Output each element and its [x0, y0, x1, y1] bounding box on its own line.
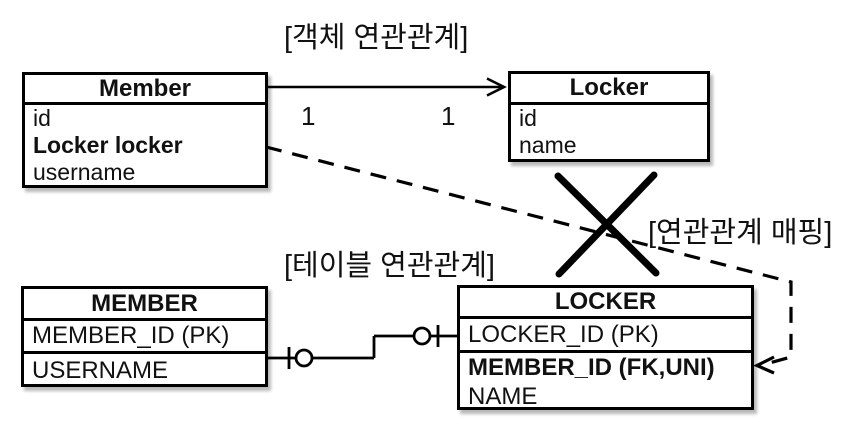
- member-table-title: MEMBER: [24, 289, 265, 321]
- member-table-col-member-id: MEMBER_ID (PK): [24, 321, 265, 354]
- locker-table-col-locker-id: LOCKER_ID (PK): [460, 319, 751, 353]
- multiplicity-target: 1: [441, 101, 456, 131]
- x-mark: [554, 171, 660, 278]
- association-mapping-label: [연관관계 매핑]: [648, 217, 833, 249]
- table-relationship-connector: [268, 325, 457, 369]
- member-class-title: Member: [25, 75, 265, 105]
- locker-field-id: id: [519, 105, 537, 131]
- locker-class-title: Locker: [511, 74, 707, 105]
- locker-table-box: LOCKER LOCKER_ID (PK) MEMBER_ID (FK,UNI)…: [457, 285, 754, 410]
- member-table-col-username: USERNAME: [32, 356, 169, 384]
- multiplicity-source: 1: [301, 101, 316, 131]
- member-field-username: username: [33, 159, 136, 185]
- locker-table-col-member-id: MEMBER_ID (FK,UNI): [468, 354, 715, 381]
- member-table-box: MEMBER MEMBER_ID (PK) USERNAME: [21, 286, 268, 387]
- member-class-box: Member id Locker locker username: [22, 72, 268, 188]
- mapping-dashed-arrow: [265, 145, 793, 375]
- locker-class-box: Locker id name: [508, 71, 710, 162]
- table-association-label: [테이블 연관관계]: [284, 250, 495, 282]
- member-field-locker: Locker locker: [33, 132, 183, 158]
- member-to-locker-arrow: [268, 77, 507, 97]
- locker-field-name: name: [519, 132, 577, 158]
- locker-table-title: LOCKER: [460, 288, 751, 319]
- member-field-id: id: [33, 105, 51, 131]
- locker-table-col-name: NAME: [468, 382, 538, 410]
- object-association-label: [객체 연관관계]: [284, 22, 469, 54]
